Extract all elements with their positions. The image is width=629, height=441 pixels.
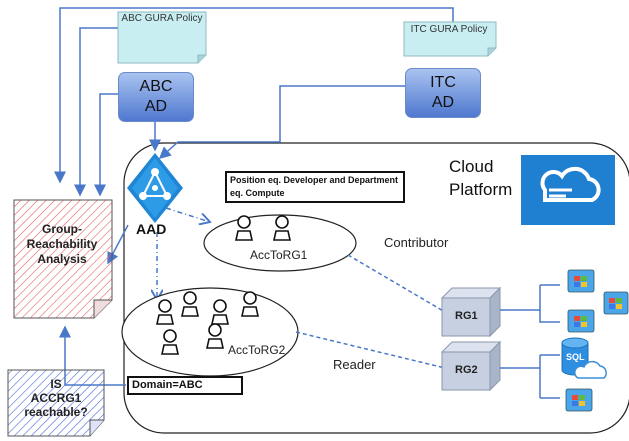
analysis-line3: Analysis [37,252,87,266]
abc-ad-box: ABC AD [118,72,194,122]
vm-icon-3 [567,309,595,333]
group1-ellipse [203,214,357,272]
abc-policy-to-analysis-connector [74,27,118,197]
cloud-platform-line1: Cloud [449,157,494,176]
abc-ad-to-analysis-connector [94,93,118,197]
aad-to-group1-connector [165,207,210,222]
abc-ad-line1: ABC [139,78,173,95]
vm-icon-1 [567,269,595,293]
group1-to-rg1-connector [347,254,446,313]
cloud-platform-logo-icon [521,155,615,225]
analysis-line2: Reachability [26,237,98,251]
itc-policy-label: ITC GURA Policy [410,24,488,35]
attribute-condition-box: Position eq. Developer and Department eq… [225,171,405,203]
group1-label: AccToRG1 [250,248,308,262]
question-line1: IS [50,377,62,391]
sql-database-icon [561,337,607,379]
reader-role-label: Reader [333,357,376,372]
abc-ad-line2: AD [144,98,168,115]
itc-ad-line2: AD [431,94,455,111]
question-line2: ACCRG1 [30,391,82,405]
rg1-label: RG1 [455,310,478,322]
itc-ad-to-aad-connector [158,85,406,159]
rg2-label: RG2 [455,364,478,376]
rg2-box [440,340,502,392]
cloud-platform-line2: Platform [449,180,513,199]
rg1-bracket [500,284,560,323]
cloud-platform-title: Cloud Platform [449,155,512,201]
domain-condition-box: Domain=ABC [127,376,243,395]
group2-label: AccToRG2 [228,343,286,357]
itc-policy-to-analysis-connector [54,7,454,184]
group-reachability-analysis-label: Group- Reachability Analysis [14,222,110,267]
rg1-box [440,286,502,338]
group1-users-icon [235,215,291,241]
question-line3: reachable? [24,405,88,419]
itc-ad-line1: ITC [430,74,456,91]
vm-icon-4 [565,388,593,412]
group2-to-rg2-connector [295,331,446,369]
aad-label: AAD [136,221,167,237]
group2-users-icon [156,291,259,355]
vm-icon-2 [603,291,629,315]
itc-ad-box: ITC AD [405,68,481,118]
contributor-role-label: Contributor [384,235,449,250]
sql-label: SQL [566,352,585,362]
aad-diamond-icon [127,153,183,223]
abc-policy-label: ABC GURA Policy [121,13,203,24]
rg2-bracket [500,354,560,399]
analysis-line1: Group- [42,222,82,236]
reachability-question-label: IS ACCRG1 reachable? [10,377,102,419]
